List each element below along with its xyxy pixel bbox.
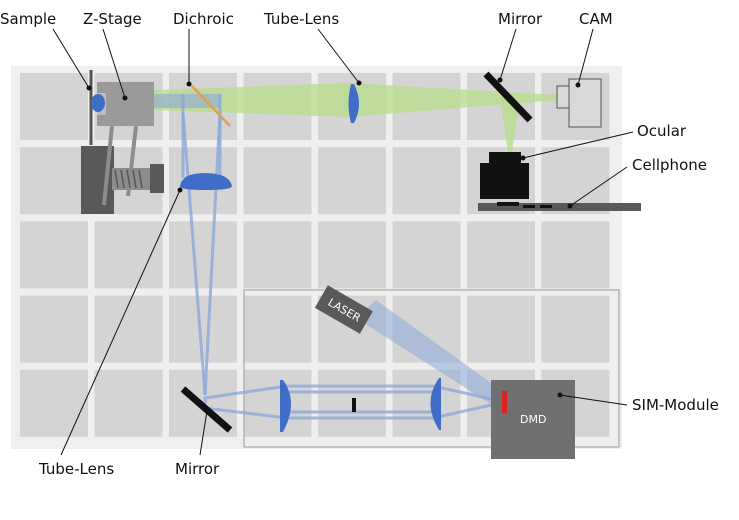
tube-lens-top-label: Tube-Lens xyxy=(263,10,339,28)
breadboard-tile xyxy=(318,221,386,289)
tube-lens-lower xyxy=(180,173,232,190)
laser-beam xyxy=(356,300,512,410)
breadboard-tile xyxy=(94,369,163,437)
mirror-top-label: Mirror xyxy=(498,10,543,28)
breadboard-tile xyxy=(392,369,461,437)
mirror-bottom-label: Mirror xyxy=(175,460,220,478)
tube-lens-top xyxy=(348,84,359,123)
leader-dots xyxy=(86,77,581,414)
breadboard-tile xyxy=(467,221,535,289)
blue-beam-bottom xyxy=(203,384,506,420)
mirror-top xyxy=(483,71,533,123)
blue-beam-right-vertical xyxy=(203,111,222,396)
breadboard-tile xyxy=(243,295,312,363)
sample-label: Sample xyxy=(0,10,56,28)
leader-lines xyxy=(52,28,634,456)
breadboard-tile xyxy=(243,369,312,437)
breadboard-tile xyxy=(541,221,610,289)
breadboard-tile xyxy=(20,221,88,289)
breadboard-tile xyxy=(94,295,163,363)
breadboard-tile xyxy=(20,147,88,215)
breadboard-tile xyxy=(20,369,88,437)
cellphone-camera xyxy=(497,202,519,206)
lens-bottom-right xyxy=(430,378,441,430)
breadboard-tile xyxy=(392,221,461,289)
dichroic-mirror xyxy=(189,83,231,127)
breadboard-tile xyxy=(467,295,535,363)
z-stage-label: Z-Stage xyxy=(83,10,142,28)
breadboard-tile xyxy=(94,221,163,289)
blue-beam-left-vertical xyxy=(181,111,207,396)
cellphone-slot-1 xyxy=(523,205,535,208)
cellphone-body xyxy=(478,203,641,211)
breadboard-tile xyxy=(20,295,88,363)
breadboard-tile xyxy=(541,295,610,363)
dmd-label: DMD xyxy=(520,413,546,426)
cellphone-label: Cellphone xyxy=(632,156,707,174)
breadboard-tile xyxy=(392,147,461,215)
ocular-top xyxy=(489,152,521,164)
z-stage-arm-1 xyxy=(102,125,114,206)
aperture-stop xyxy=(352,398,356,412)
sim-module-frame xyxy=(243,289,620,448)
camera xyxy=(556,78,602,128)
breadboard-tile xyxy=(243,221,312,289)
dichroic-label: Dichroic xyxy=(173,10,234,28)
cellphone-slot-2 xyxy=(540,205,552,208)
breadboard-tile xyxy=(20,73,88,140)
z-stage-objective xyxy=(97,82,154,126)
breadboard-tile xyxy=(169,221,237,289)
sample-lens xyxy=(91,94,105,112)
dmd-chip xyxy=(502,391,507,413)
ocular-label: Ocular xyxy=(637,122,687,140)
breadboard-tile xyxy=(243,147,312,215)
green-beam-to-ocular xyxy=(500,100,520,152)
z-stage-screw xyxy=(112,164,164,193)
lens-bottom-left xyxy=(280,380,291,432)
sim-module-label: SIM-Module xyxy=(632,396,719,414)
cam-label: CAM xyxy=(579,10,613,28)
breadboard-tile xyxy=(318,147,386,215)
tube-lens-bottom-label: Tube-Lens xyxy=(38,460,114,478)
ocular-body xyxy=(480,163,529,199)
